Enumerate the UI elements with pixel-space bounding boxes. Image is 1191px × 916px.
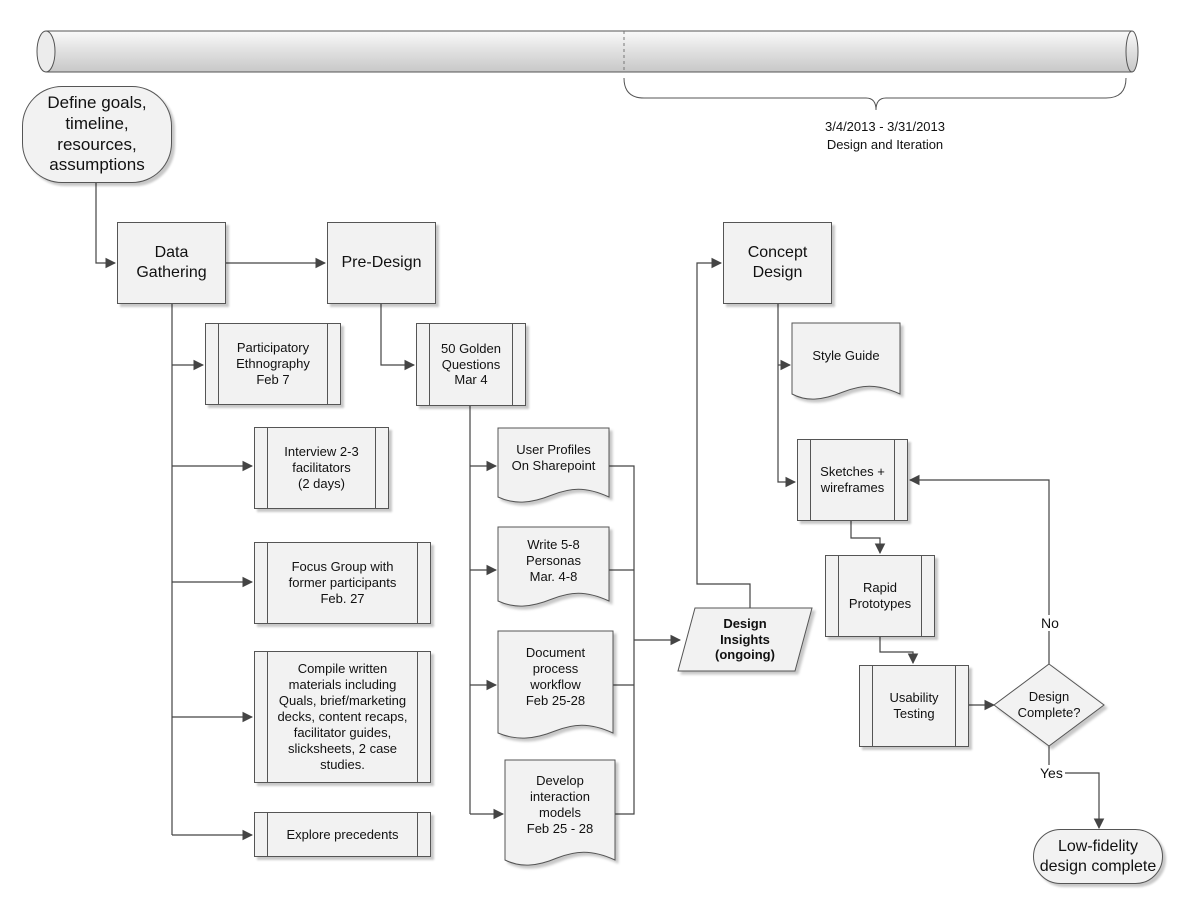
interaction-models-node: Develop interaction models Feb 25 - 28 <box>505 764 615 846</box>
design-insights-node: Design Insights (ongoing) <box>690 608 800 671</box>
low-fidelity-terminator: Low-fidelity design complete <box>1033 829 1163 884</box>
timeline-brace <box>623 77 1127 111</box>
style-guide-node: Style Guide <box>792 330 900 382</box>
sketches-label: Sketches + wireframes <box>820 464 885 495</box>
document-shape-style-guide <box>791 322 901 400</box>
decision-diamond <box>993 663 1105 747</box>
design-insights-label: Design Insights (ongoing) <box>715 615 775 663</box>
usability-testing-box: Usability Testing <box>859 665 969 747</box>
interaction-models-label: Develop interaction models Feb 25 - 28 <box>526 773 594 836</box>
document-shape-personas <box>497 526 610 607</box>
compile-materials-label: Compile written materials including Qual… <box>277 661 408 772</box>
timeline-phase: Design and Iteration <box>826 137 944 153</box>
concept-design-label: Concept Design <box>747 244 808 281</box>
design-insights-shape <box>677 607 813 672</box>
design-complete-node: Design Complete? <box>1004 684 1094 726</box>
define-goals-terminator: Define goals, timeline, resources, assum… <box>22 86 172 183</box>
document-shape-user-profiles <box>497 427 610 503</box>
timeline-label: 3/4/2013 - 3/31/2013 Design and Iteratio… <box>760 118 1010 154</box>
concept-design-box: Concept Design <box>723 222 832 304</box>
define-goals-label: Define goals, timeline, resources, assum… <box>47 93 147 175</box>
pre-design-label: Pre-Design <box>341 254 422 272</box>
edge-label-no: No <box>1039 615 1061 631</box>
design-complete-label: Design Complete? <box>1017 689 1081 720</box>
interview-label: Interview 2-3 facilitators (2 days) <box>284 444 359 491</box>
data-gathering-box: Data Gathering <box>117 222 226 304</box>
compile-materials-box: Compile written materials including Qual… <box>254 651 431 783</box>
connector-yes <box>1048 746 1105 830</box>
connector-concept-trunk <box>777 304 797 488</box>
connector-sketches-to-rapid <box>850 521 886 555</box>
usability-testing-label: Usability Testing <box>889 690 939 721</box>
participatory-ethnography-box: Participatory Ethnography Feb 7 <box>205 323 341 405</box>
document-shape-document-process <box>497 630 614 739</box>
golden-questions-box: 50 Golden Questions Mar 4 <box>416 323 526 406</box>
explore-precedents-label: Explore precedents <box>286 826 399 842</box>
personas-node: Write 5-8 Personas Mar. 4-8 <box>498 530 609 592</box>
timeline-bar <box>36 30 1139 73</box>
document-shape-interaction-models <box>504 759 616 866</box>
user-profiles-label: User Profiles On Sharepoint <box>511 442 596 473</box>
focus-group-label: Focus Group with former participants Feb… <box>288 559 397 606</box>
user-profiles-node: User Profiles On Sharepoint <box>498 434 609 482</box>
connector-no-loop <box>908 474 1050 664</box>
document-process-label: Document process workflow Feb 25-28 <box>525 645 586 708</box>
participatory-ethnography-label: Participatory Ethnography Feb 7 <box>236 340 310 387</box>
timeline-range: 3/4/2013 - 3/31/2013 <box>825 119 945 134</box>
rapid-prototypes-label: Rapid Prototypes <box>848 580 912 611</box>
golden-questions-label: 50 Golden Questions Mar 4 <box>441 340 501 388</box>
document-process-node: Document process workflow Feb 25-28 <box>498 636 613 718</box>
data-gathering-label: Data Gathering <box>136 244 207 281</box>
focus-group-box: Focus Group with former participants Feb… <box>254 542 431 624</box>
connector-goals-to-gathering <box>95 181 117 269</box>
connector-insights-to-concept <box>696 257 751 608</box>
edge-label-yes: Yes <box>1038 765 1065 781</box>
personas-label: Write 5-8 Personas Mar. 4-8 <box>526 537 581 584</box>
rapid-prototypes-box: Rapid Prototypes <box>825 555 935 637</box>
sketches-box: Sketches + wireframes <box>797 439 908 521</box>
pre-design-box: Pre-Design <box>327 222 436 304</box>
low-fidelity-label: Low-fidelity design complete <box>1039 837 1157 875</box>
interview-box: Interview 2-3 facilitators (2 days) <box>254 427 389 509</box>
connector-rapid-to-usability <box>879 637 919 665</box>
style-guide-label: Style Guide <box>812 348 880 364</box>
explore-precedents-box: Explore precedents <box>254 812 431 857</box>
connector-predesign-to-golden <box>380 304 416 371</box>
